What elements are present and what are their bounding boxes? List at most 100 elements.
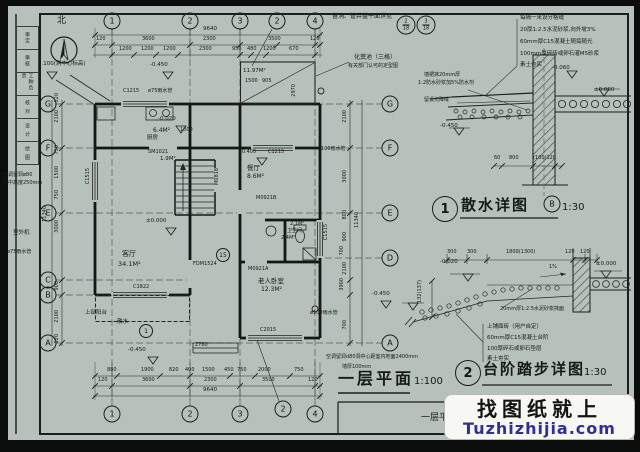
- grid-bubble-4-bottom: 4: [306, 405, 324, 423]
- dim: 2300: [204, 377, 217, 383]
- strip-cell-label: 审核: [24, 55, 30, 67]
- grid-bubble-1-bottom: 1: [103, 405, 121, 423]
- detail1-note-left: 留设沉降缝: [424, 97, 450, 103]
- door-code-m0818: M0818: [214, 168, 220, 186]
- level-outdoor-bottom: -0.450: [128, 347, 146, 353]
- dim: 120: [565, 249, 575, 255]
- detail1-note: 100mm厚碎砖或卵石灌M5砂浆: [520, 51, 599, 57]
- room-living-name: 客厅: [122, 250, 136, 258]
- watermark: 找图纸就上 Tuzhizhijia.com: [444, 394, 635, 440]
- grid-bubble-1-top: 1: [103, 12, 121, 30]
- detail2-note: 素土夯实: [487, 356, 510, 362]
- detail-ref-num: 2: [402, 18, 410, 26]
- detail1-scale: 1:30: [562, 202, 585, 213]
- detail-ref-bubble: 2 18: [396, 15, 416, 35]
- dim: 820: [169, 367, 179, 373]
- ac-bottom-note-1: 空调留洞d80洞中心距室内地面2400mm: [326, 354, 419, 360]
- dim: (180)120: [533, 155, 556, 161]
- dim: 750: [54, 145, 60, 155]
- septic-note-1: 化粪池（三格）: [354, 54, 397, 61]
- watermark-text-cn: 找图纸就上: [477, 396, 602, 421]
- grid-bubble-G-right: G: [381, 95, 399, 113]
- detail2-level: ±0.000: [596, 261, 617, 267]
- detail2-note: 上铺面砖（用户自定）: [487, 324, 543, 330]
- dim: 120: [310, 36, 320, 42]
- grid-bubble-A-right: A: [381, 334, 399, 352]
- detail2-note: 60mm厚C15混凝土台阶: [487, 335, 549, 341]
- grid-bubble-A-left: A: [39, 334, 57, 352]
- detail1-level: -0.450: [440, 123, 458, 129]
- dim: 880: [107, 367, 117, 373]
- detail2-surface-note: 20mm厚1:2.5水泥砂浆抹面: [500, 306, 564, 312]
- north-label: 北: [57, 16, 67, 26]
- apron-note: 散水: [117, 319, 129, 325]
- detail1-note: 20厚1:2.5水泥砂浆,向外坡3%: [520, 27, 596, 33]
- dim: 950: [232, 46, 242, 52]
- detail1-note: 素土夯实: [520, 62, 543, 68]
- room-terrace-area: 11.97M²: [243, 68, 266, 74]
- fixtures: [96, 106, 317, 261]
- window-code-c1515-left: C1515: [85, 168, 91, 185]
- strip-cell-label: 设 计: [24, 122, 30, 138]
- outdoor-unit-note: 室外机: [13, 230, 30, 236]
- dim: 60: [494, 155, 501, 161]
- stair-ref-bubble: 15: [216, 248, 230, 262]
- strip-cell-label: 绘 图: [24, 145, 30, 161]
- dim: 1500: [54, 166, 60, 179]
- detail2-note: 100厚碎石或卵石垫层: [487, 346, 542, 352]
- window-code-c2015: C2015: [260, 327, 277, 333]
- room-kitchen-area: 6.4M²: [153, 127, 171, 134]
- dim: 400: [185, 367, 195, 373]
- detail2-level: -0.020: [440, 259, 458, 265]
- detail2-drawing: [402, 248, 631, 386]
- ac-hole-note-1: 空调留洞ø80: [3, 172, 33, 178]
- rain-pipe-75-note: ø75雨水管: [148, 88, 173, 94]
- dimension-lines: [51, 28, 363, 400]
- dim: 3000: [342, 170, 348, 183]
- room-wash-area: 2.1M²: [290, 221, 305, 227]
- canopy-level: 2.100(洞中心标高): [38, 61, 86, 67]
- detail2-title: 台阶踏步详图: [483, 360, 586, 378]
- level-dining: -0.400: [240, 149, 257, 155]
- grid-bubble-2-top: 2: [181, 12, 199, 30]
- strip-cell: 校 对: [16, 96, 39, 119]
- dim: 450: [224, 367, 234, 373]
- detail1-note: 60mm厚C15混凝土随捣随光: [520, 39, 593, 45]
- dim: 120: [54, 334, 60, 344]
- floor-plan-walls: [93, 102, 322, 340]
- dim: 3500: [262, 377, 275, 383]
- dim: 3600: [142, 36, 155, 42]
- dim-left-total: 11340: [42, 206, 48, 222]
- dim: 1200: [263, 46, 276, 52]
- room-bath-area: 2.4M²: [281, 235, 296, 241]
- dim: 2000: [258, 367, 271, 373]
- dim: 670: [289, 46, 299, 52]
- dim: 2100: [54, 110, 60, 123]
- dim: 300: [447, 249, 457, 255]
- strip-cell-label: 校 对: [24, 99, 30, 115]
- door-symbols: [149, 145, 267, 288]
- balcony-outline: [55, 61, 316, 354]
- dim: 3600: [142, 377, 155, 383]
- grid-bubble-E-right: E: [381, 204, 399, 222]
- dim: 800: [342, 210, 348, 220]
- level-outdoor-top: -0.450: [150, 62, 168, 68]
- room-bedroom-area: 12.3M²: [261, 286, 282, 293]
- ac-hole-note-2: 洞中高度250mm: [3, 180, 43, 186]
- apron-detail-ref-bubble: 1: [139, 324, 153, 338]
- room-bedroom-name: 老人卧室: [258, 277, 284, 285]
- strip-cell-label: 审定: [24, 32, 30, 44]
- balcony-note: 上部阳台: [85, 310, 108, 316]
- door-code-sm1021: SM1021: [148, 149, 169, 155]
- detail1-level: ±0.000: [594, 87, 615, 93]
- dim: 120: [308, 377, 318, 383]
- plan-scale: 1:100: [414, 376, 443, 387]
- dim: 2760: [195, 342, 208, 348]
- grid-bubble-E-left: E: [39, 204, 57, 222]
- room-living-area: 34.1M²: [118, 260, 141, 268]
- dim: 2300: [203, 36, 216, 42]
- dim: 132(137): [417, 280, 423, 303]
- grid-bubble-4-top: 4: [306, 12, 324, 30]
- dim: 905: [262, 78, 272, 84]
- dim: 3500: [268, 36, 281, 42]
